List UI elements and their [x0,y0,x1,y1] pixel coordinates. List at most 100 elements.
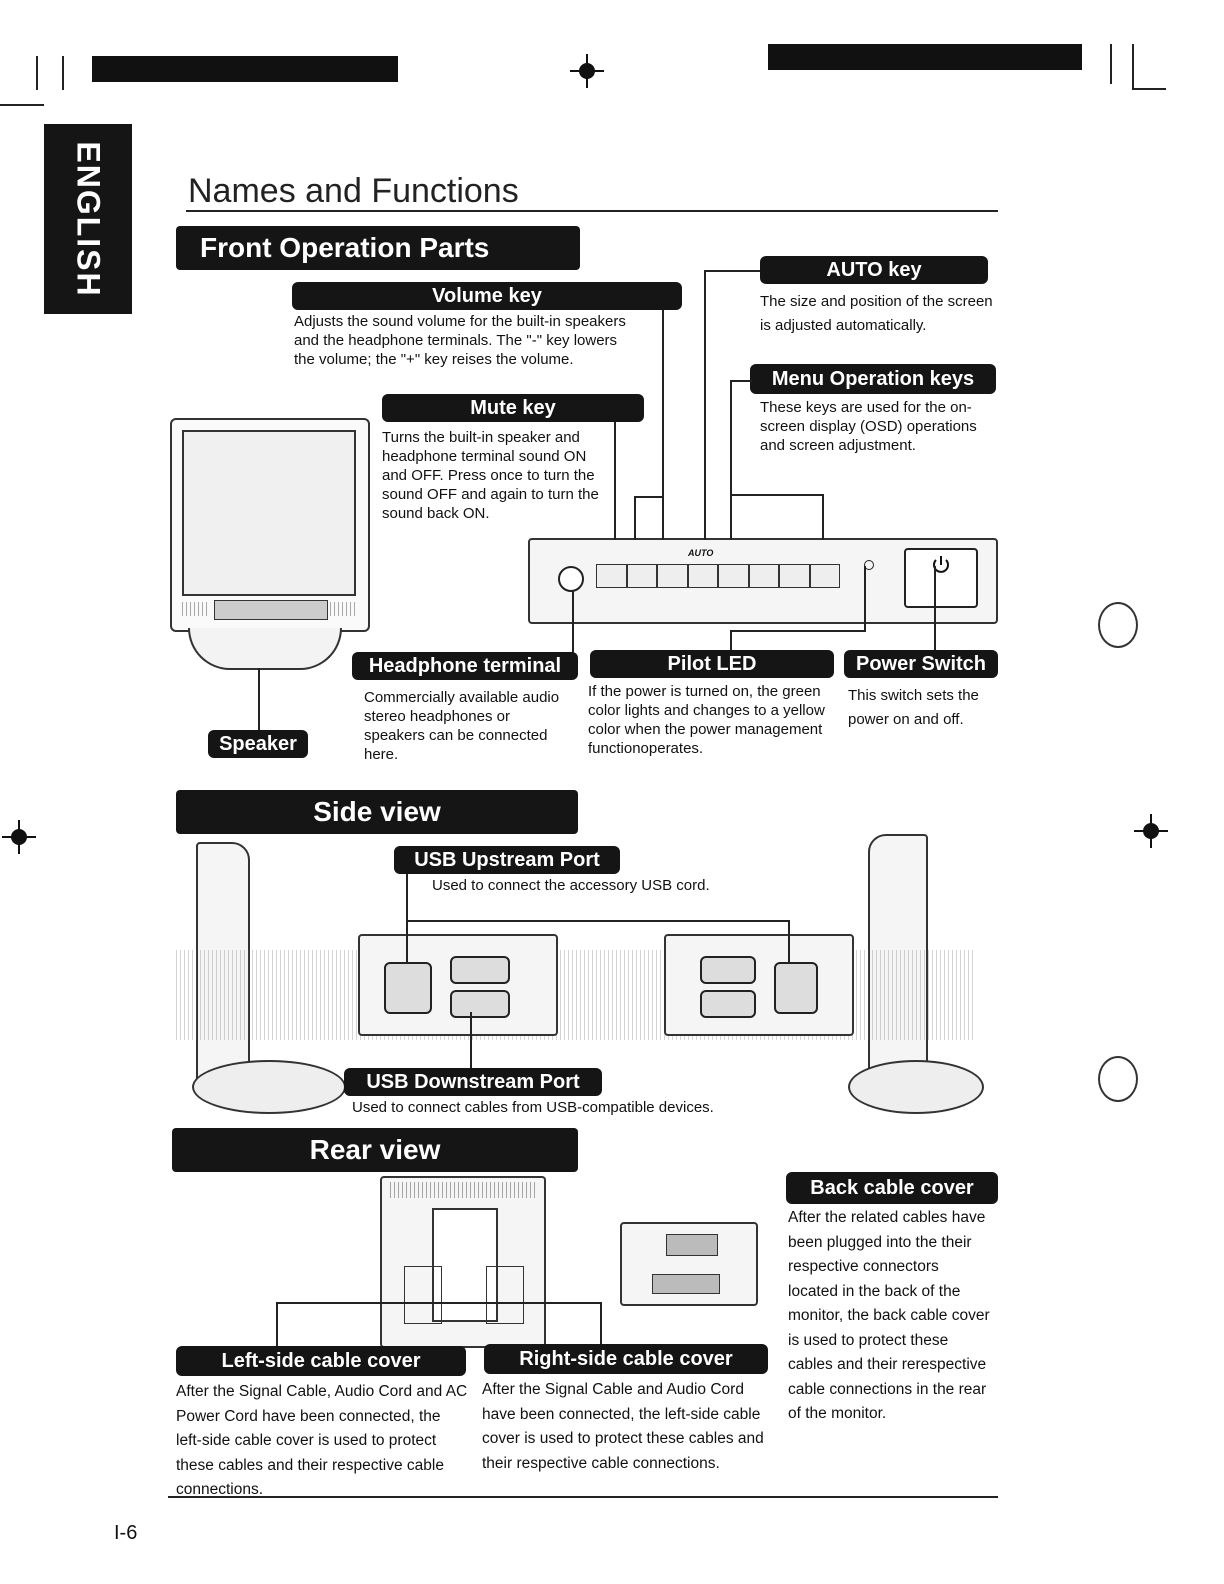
leader-line [704,270,706,540]
speaker-grille [182,602,210,616]
page-title: Names and Functions [188,172,519,210]
section-heading-front: Front Operation Parts [176,226,580,270]
menu-button[interactable] [718,564,749,588]
usb-downstream-port [450,956,510,984]
mute-button[interactable] [596,564,627,588]
auto-button[interactable] [687,564,718,588]
back-cable-cover-label: Back cable cover [786,1172,998,1204]
monitor-stand-right [848,1060,984,1114]
leader-line [730,494,824,496]
speaker-grille [330,602,356,616]
leader-line [704,270,760,272]
rear-left-cover [404,1266,442,1324]
left-side-cable-cover-label: Left-side cable cover [176,1346,466,1376]
headphone-terminal-label: Headphone terminal [352,652,578,680]
crop-mark [36,56,38,90]
panel-button-row [596,564,840,588]
connector-block [652,1274,720,1294]
registration-mark-icon [570,54,604,88]
volume-key-description: Adjusts the sound volume for the built-i… [294,313,626,368]
leader-line [934,566,936,650]
volume-up-button[interactable] [657,564,688,588]
leader-line [600,1302,602,1346]
usb-downstream-port [450,990,510,1018]
registration-mark-icon [2,820,36,854]
rear-connector-closeup [620,1222,758,1306]
footer-rule [168,1496,998,1498]
rear-right-cover [486,1266,524,1324]
headphone-jack-icon [558,566,584,592]
binding-hole-icon [1098,1056,1138,1102]
menu-keys-label: Menu Operation keys [750,364,996,394]
leader-line [634,496,636,540]
left-button[interactable] [748,564,779,588]
power-switch-label: Power Switch [844,650,998,678]
crop-mark [1132,44,1134,90]
crop-mark [62,56,64,90]
leader-line [730,630,732,650]
connector-block [666,1234,718,1256]
leader-line [634,496,664,498]
usb-upstream-port [384,962,432,1014]
monitor-stand-left [192,1060,346,1114]
volume-key-label: Volume key [292,282,682,310]
title-rule [186,210,998,212]
menu-keys-description: These keys are used for the on-screen di… [760,399,977,454]
header-bar-left [92,56,398,82]
usb-downstream-description: Used to connect cables from USB-compatib… [352,1099,714,1116]
registration-mark-icon [1134,814,1168,848]
mute-key-description: Turns the built-in speaker and headphone… [382,429,599,522]
usb-panel-left [358,934,558,1036]
power-switch-description: This switch sets the power on and off. [848,687,979,728]
right-side-cable-cover-label: Right-side cable cover [484,1344,768,1374]
usb-panel-right [664,934,854,1036]
leader-line [470,1012,472,1068]
leader-line [788,920,790,962]
leader-line [730,380,732,540]
usb-downstream-port [700,956,756,984]
header-bar-right [768,44,1082,70]
leader-line [864,566,866,632]
page-number: I-6 [114,1522,138,1544]
power-icon [933,556,949,573]
right-side-cable-cover-description: After the Signal Cable and Audio Cord ha… [482,1381,764,1472]
front-panel-strip [214,600,328,620]
rear-vent [390,1182,536,1198]
leader-line [406,874,408,964]
right-button[interactable] [779,564,810,588]
headphone-terminal-description: Commercially available audio stereo head… [364,689,560,763]
language-tab: ENGLISH [44,124,132,314]
back-cable-cover-description: After the related cables have been plugg… [788,1209,990,1422]
leader-line [406,920,790,922]
panel-auto-text: AUTO [688,548,714,558]
speaker-label: Speaker [208,730,308,758]
leader-line [730,630,866,632]
control-panel-closeup: AUTO [528,538,998,624]
leader-line [822,494,824,540]
monitor-side-right [868,834,928,1094]
usb-downstream-label: USB Downstream Port [344,1068,602,1096]
pilot-led-indicator [864,560,874,570]
language-tab-label: ENGLISH [70,140,107,298]
crop-mark [0,104,44,106]
volume-down-button[interactable] [626,564,657,588]
left-side-cable-cover-description: After the Signal Cable, Audio Cord and A… [176,1383,468,1498]
section-heading-side: Side view [176,790,578,834]
leader-line [276,1302,602,1304]
leader-line [572,590,574,654]
pilot-led-description: If the power is turned on, the green col… [588,683,825,757]
select-button[interactable] [809,564,840,588]
crop-mark [1132,88,1166,90]
leader-line [662,310,664,540]
power-button[interactable] [904,548,978,608]
usb-upstream-description: Used to connect the accessory USB cord. [432,877,710,894]
monitor-side-left [196,842,250,1094]
leader-line [258,668,260,730]
leader-line [276,1302,278,1348]
usb-downstream-port [700,990,756,1018]
mute-key-label: Mute key [382,394,644,422]
background-band [176,950,976,1040]
auto-key-label: AUTO key [760,256,988,284]
auto-key-description: The size and position of the screen is a… [760,293,993,334]
binding-hole-icon [1098,602,1138,648]
